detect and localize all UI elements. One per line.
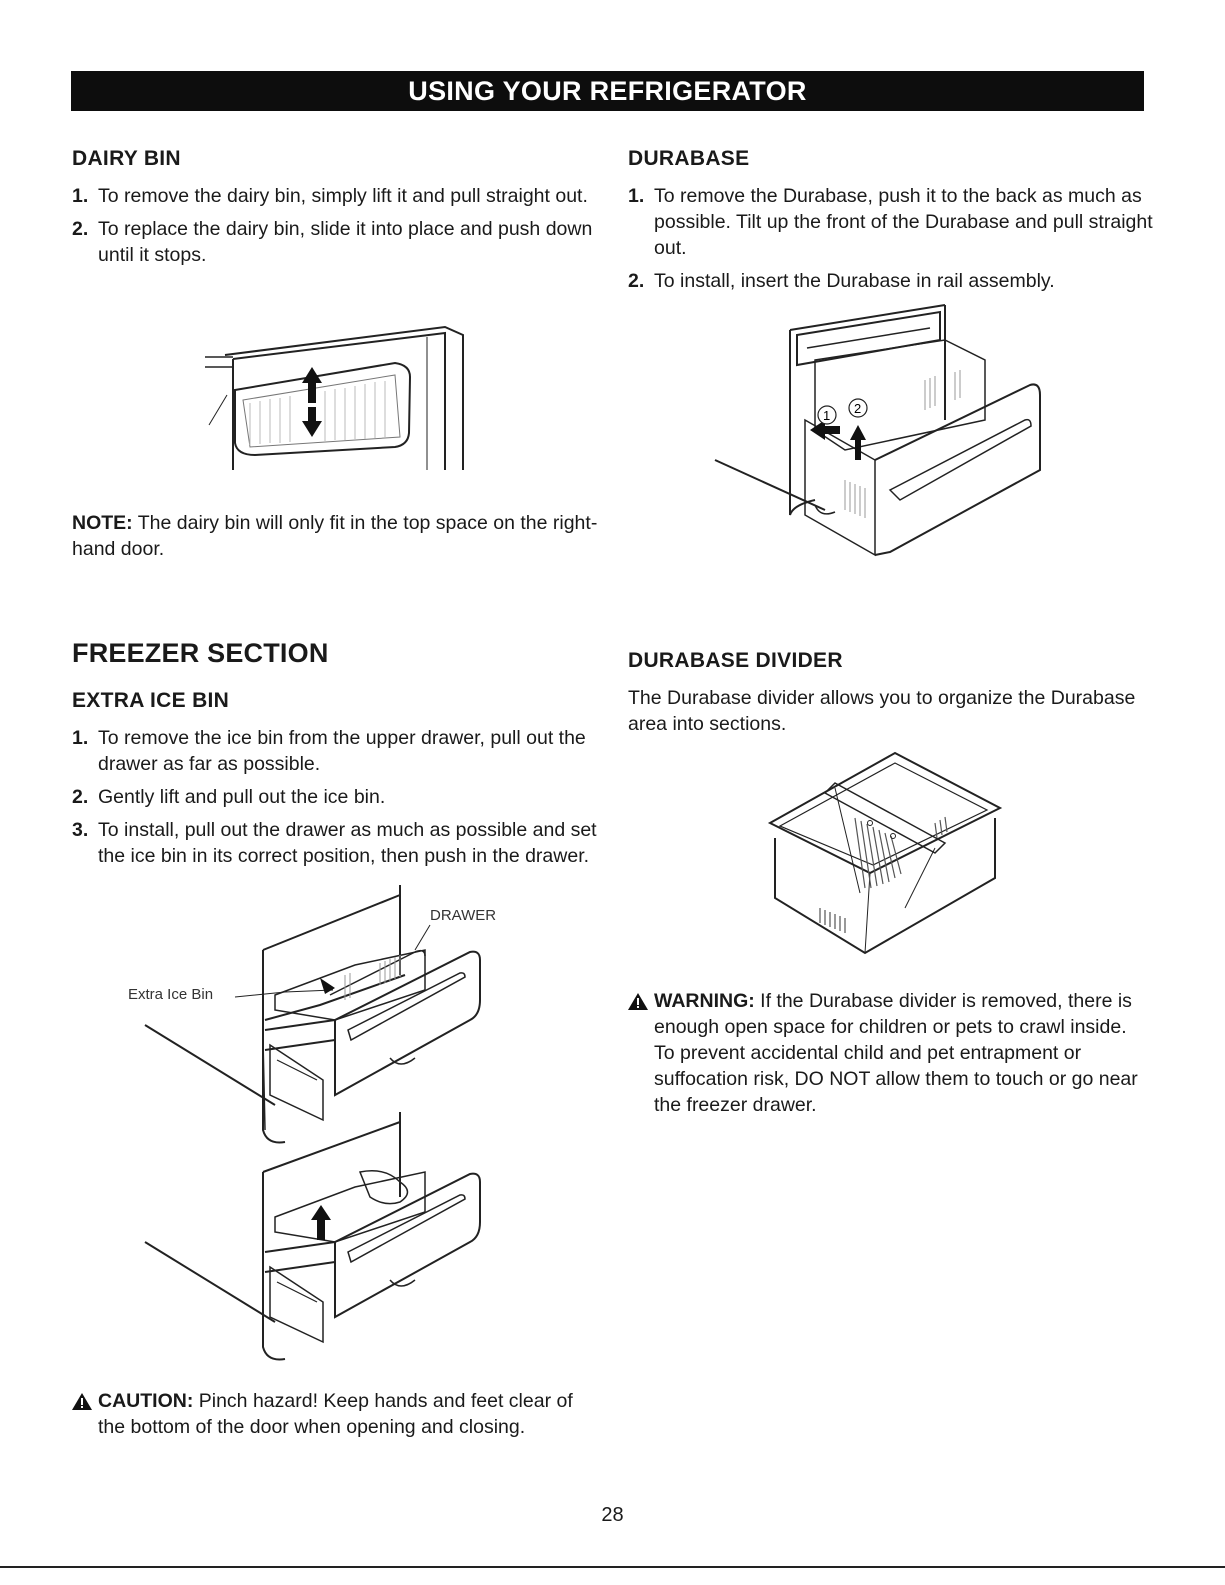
step-number: 1. [628,185,645,207]
caution-notice: CAUTION: Pinch hazard! Keep hands and fe… [72,1388,602,1440]
bottom-rule [0,1566,1225,1568]
page-header-banner: USING YOUR REFRIGERATOR [71,71,1144,111]
dairy-bin-note: NOTE: The dairy bin will only fit in the… [72,510,602,562]
step-text: To remove the ice bin from the upper dra… [98,727,586,775]
step-number: 1. [72,727,89,749]
page-number: 28 [601,1504,624,1526]
note-text: The dairy bin will only fit in the top s… [72,512,598,560]
caution-text: Pinch hazard! Keep hands and feet clear … [98,1390,573,1438]
dairy-bin-section: DAIRY BIN 1. To remove the dairy bin, sim… [72,147,602,268]
extra-ice-bin-illustration [144,885,481,1144]
step-marker-1: 1 [823,408,830,423]
list-item: 1. To remove the Durabase, push it to the… [628,183,1158,261]
durabase-divider-section: DURABASE DIVIDER The Durabase divider al… [628,649,1158,737]
warning-text: If the Durabase divider is removed, ther… [654,990,1132,1038]
warning-text-2: To prevent accidental child and pet entr… [654,1042,1138,1116]
list-item: 2. Gently lift and pull out the ice bin. [72,784,602,810]
list-item: 3. To install, pull out the drawer as muc… [72,817,602,869]
list-item: 1. To remove the dairy bin, simply lift i… [72,183,602,209]
drawer-callout: DRAWER [430,907,497,924]
step-number: 2. [628,270,645,292]
step-number: 3. [72,819,89,841]
step-number: 2. [72,218,89,240]
warning-triangle-icon [628,993,648,1010]
warning-triangle-icon [72,1393,92,1410]
step-text: To remove the Durabase, push it to the b… [654,185,1153,259]
extra-ice-bin-callout: Extra Ice Bin [128,986,214,1003]
warning-notice: WARNING: If the Durabase divider is remo… [628,988,1158,1118]
durabase-divider-heading: DURABASE DIVIDER [628,649,843,672]
dairy-bin-heading: DAIRY BIN [72,147,181,170]
step-text: To remove the dairy bin, simply lift it … [98,185,588,207]
step-text: Gently lift and pull out the ice bin. [98,786,386,808]
note-label: NOTE: [72,512,133,534]
step-text: To install, insert the Durabase in rail … [654,270,1055,292]
list-item: 1. To remove the ice bin from the upper d… [72,725,602,777]
list-item: 2. To install, insert the Durabase in rai… [628,268,1158,294]
step-text: To replace the dairy bin, slide it into … [98,218,593,266]
dairy-bin-steps: 1. To remove the dairy bin, simply lift i… [72,183,602,268]
extra-ice-bin-install-illustration [144,1112,481,1361]
step-number: 2. [72,786,89,808]
step-number: 1. [72,185,89,207]
durabase-steps: 1. To remove the Durabase, push it to the… [628,183,1158,294]
durabase-illustration: 1 2 [714,304,1041,557]
list-item: 2. To replace the dairy bin, slide it int… [72,216,602,268]
extra-ice-bin-heading: EXTRA ICE BIN [72,689,230,712]
extra-ice-bin-steps: 1. To remove the ice bin from the upper d… [72,725,602,869]
durabase-heading: DURABASE [628,147,750,170]
caution-label: CAUTION: [98,1390,194,1412]
step-text: To install, pull out the drawer as much … [98,819,597,867]
durabase-section: DURABASE 1. To remove the Durabase, push … [628,147,1158,294]
dairy-bin-illustration [205,325,464,470]
freezer-heading: FREEZER SECTION [72,638,329,668]
freezer-section: FREEZER SECTION EXTRA ICE BIN 1. To remov… [72,638,602,869]
durabase-divider-text: The Durabase divider allows you to organ… [628,687,1136,735]
durabase-divider-illustration [767,751,1003,955]
step-marker-2: 2 [854,401,861,416]
warning-label: WARNING: [654,990,755,1012]
